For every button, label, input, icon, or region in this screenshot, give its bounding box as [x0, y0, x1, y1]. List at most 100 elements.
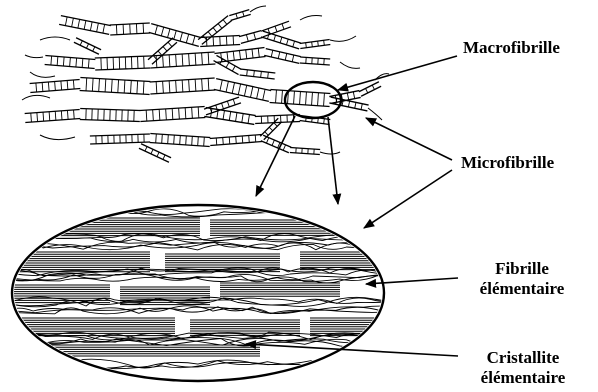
fibril-segment — [146, 110, 147, 121]
fibril-edge — [300, 40, 330, 44]
label-cristallite-line2: élémentaire — [462, 368, 584, 388]
fibril-segment — [182, 54, 183, 66]
fibril-segment — [236, 113, 237, 122]
fibril-segment — [48, 82, 49, 91]
microfibril-strand — [5, 274, 398, 283]
fibril-segment — [269, 127, 273, 131]
microfibril-strand — [5, 233, 426, 241]
fibril-segment — [294, 91, 295, 104]
fibril-segment — [227, 101, 229, 107]
fibril-segment — [189, 54, 190, 66]
arrow-magnify-right — [328, 117, 338, 204]
fibril-segment — [186, 34, 188, 43]
fibril-segment — [176, 80, 177, 92]
fibril-segment — [324, 119, 325, 124]
fibril-segment — [86, 44, 88, 49]
fibril-segment — [156, 134, 157, 143]
fibril-segment — [292, 55, 294, 62]
fibril-branch — [250, 6, 266, 12]
fibril-segment — [282, 24, 284, 30]
fibril-segment — [174, 31, 176, 40]
fibril-segment — [353, 92, 354, 99]
fibril-segment — [348, 101, 349, 107]
fibril-segment — [61, 111, 62, 120]
fibril-segment — [263, 89, 265, 100]
fibril-segment — [233, 51, 234, 60]
fibril-edge — [229, 10, 249, 16]
fibril-branch — [340, 62, 360, 68]
fibril-segment — [168, 135, 169, 144]
fibril-segment — [254, 71, 255, 77]
microfibril-bundle-drawing — [5, 208, 443, 369]
fibril-segment — [213, 28, 217, 33]
fibril-segment — [168, 29, 170, 38]
fibril-segment — [283, 145, 285, 151]
microfibril-strand — [5, 360, 412, 368]
fibril-segment — [267, 33, 269, 39]
fibril-segment — [347, 93, 348, 100]
fibril-segment — [78, 19, 80, 28]
fibril-edge — [240, 69, 275, 73]
fibril-segment — [216, 105, 218, 111]
fibril-segment — [90, 22, 92, 31]
fibril-edge — [241, 37, 263, 43]
fibril-segment — [155, 25, 157, 34]
label-fibrille-elementaire: Fibrille élémentaire — [463, 259, 581, 299]
fibril-segment — [156, 82, 157, 94]
fibril-segment — [145, 147, 147, 152]
fibril-segment — [208, 52, 209, 64]
fibril-segment — [242, 136, 243, 143]
fibril-segment — [169, 81, 170, 93]
fibril-segment — [180, 136, 181, 145]
fibril-segment — [220, 80, 222, 91]
fibril-segment — [229, 137, 230, 144]
fibril-branch — [320, 152, 340, 154]
fibril-segment — [274, 123, 278, 127]
fibril-segment — [232, 66, 235, 71]
fibril-edge — [300, 120, 330, 124]
fibril-segment — [275, 26, 277, 32]
label-fibrille-line1: Fibrille — [463, 259, 581, 279]
fibril-segment — [43, 112, 44, 121]
fibril-segment — [31, 113, 32, 122]
fibril-edge — [290, 152, 320, 154]
fibril-segment — [246, 50, 247, 59]
fibril-edge — [95, 68, 150, 70]
fibril-segment — [243, 12, 244, 17]
fibril-segment — [249, 136, 250, 143]
macrofibril-network-drawing — [22, 6, 389, 162]
fibril-segment — [166, 109, 167, 120]
fibril-edge — [25, 118, 80, 122]
fibril-segment — [192, 136, 193, 145]
fibril-edge — [300, 63, 330, 65]
fibril-segment — [63, 57, 64, 66]
fibril-edge — [216, 79, 271, 91]
fibril-edge — [80, 90, 150, 94]
fibril-segment — [202, 53, 203, 65]
fibril-segment — [229, 112, 230, 121]
fibril-segment — [76, 58, 77, 67]
fibril-segment — [276, 90, 277, 103]
fibril-segment — [248, 115, 249, 124]
fibril-segment — [272, 140, 274, 146]
fibril-segment — [163, 55, 164, 67]
fibril-segment — [372, 85, 374, 89]
fibril-segment — [250, 87, 252, 98]
fibril-segment — [306, 92, 307, 105]
fibril-edge — [80, 78, 150, 82]
fibril-segment — [204, 137, 205, 146]
fibril-segment — [239, 51, 240, 60]
fibril-segment — [255, 135, 256, 142]
fibril-edge — [240, 75, 275, 79]
fibril-segment — [216, 138, 217, 145]
fibril-segment — [268, 72, 269, 78]
fibril-segment — [118, 80, 119, 93]
label-macrofibrille: Macrofibrille — [463, 38, 560, 58]
fibril-segment — [236, 14, 237, 19]
fibril-segment — [278, 52, 280, 59]
fibril-segment — [186, 136, 187, 145]
fibril-segment — [265, 132, 269, 136]
fibril-segment — [172, 109, 173, 120]
fibril-segment — [84, 21, 86, 30]
